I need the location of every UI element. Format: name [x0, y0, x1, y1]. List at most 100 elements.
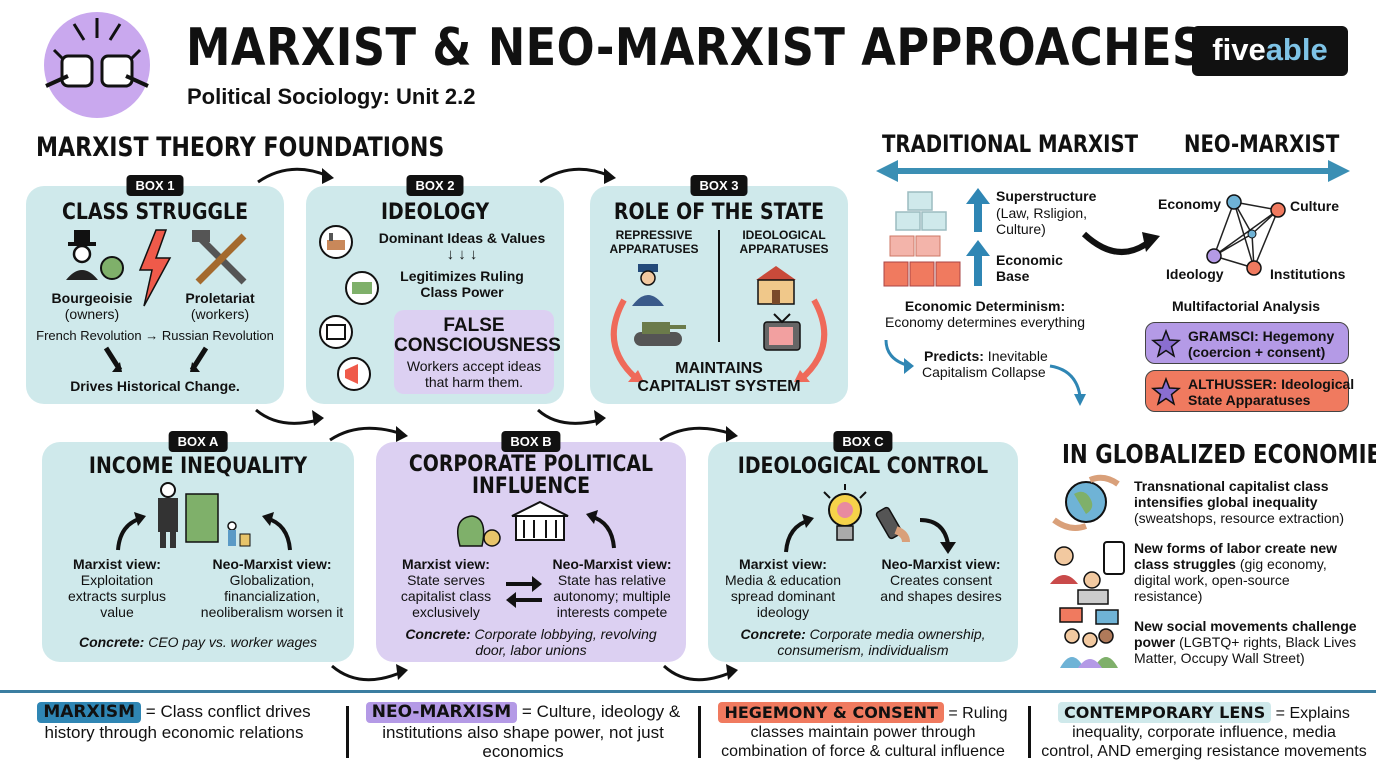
multifactorial-label: Multifactorial Analysis — [1171, 298, 1321, 314]
predicts-arrows-icon — [884, 339, 1086, 406]
box-title: IDEOLOGICAL CONTROL — [737, 454, 989, 479]
global-item-2-line: class struggles (gig economy, — [1134, 556, 1327, 572]
repressive-label-2: APPARATUSES — [609, 242, 699, 256]
global-item-1-detail: (sweatshops, resource extraction) — [1134, 510, 1345, 526]
book-icon — [319, 315, 353, 349]
footer-separator — [346, 706, 349, 758]
false-desc-1: Workers accept ideas — [406, 358, 542, 374]
owners-label: (owners) — [64, 306, 120, 322]
down-arrows-text: ↓ ↓ ↓ — [446, 246, 478, 263]
page-title: MARXIST & NEO-MARXIST APPROACHES — [186, 18, 1205, 78]
box-class-struggle: BOX 1 CLASS STRUGGLE Bourgeoisie (owners… — [26, 175, 284, 404]
ideological-label-1: IDEOLOGICAL — [742, 228, 826, 242]
node-institutions-label: Institutions — [1270, 266, 1346, 282]
althusser-text-2: State Apparatuses — [1188, 392, 1311, 408]
global-item-1-bold-1: Transnational capitalist class — [1134, 478, 1329, 494]
box-badge: BOX C — [833, 431, 893, 452]
economic-base-label-2: Base — [996, 268, 1030, 284]
box-badge: BOX A — [168, 431, 228, 452]
footer-hegemony: HEGEMONY & CONSENT = Ruling classes main… — [700, 702, 1026, 761]
remote-control-icon — [875, 506, 910, 543]
tank-icon — [634, 322, 686, 346]
marxist-view-label: Marxist view: — [739, 556, 827, 572]
neo-marxist-view-label: Neo-Marxist view: — [881, 556, 1001, 572]
page-subtitle: Political Sociology: Unit 2.2 — [187, 84, 476, 109]
money-bag-icon — [457, 515, 501, 547]
footer-marxism: MARXISM = Class conflict drives history … — [14, 702, 334, 742]
exchange-arrows-icon — [506, 576, 542, 608]
neo-view-line: autonomy; multiple — [553, 588, 671, 604]
tools-icon — [192, 230, 247, 285]
neo-marxist-view-label: Neo-Marxist view: — [212, 556, 332, 572]
curved-arrow-up-left — [784, 514, 814, 553]
star-icon — [1150, 328, 1182, 358]
consciousness-title: CONSCIOUSNESS — [394, 335, 561, 356]
concrete-example-line2: consumerism, individualism — [777, 642, 949, 658]
node-economy-label: Economy — [1158, 196, 1222, 212]
box-title: INFLUENCE — [471, 474, 591, 499]
marxist-view-line: extracts surplus — [67, 588, 167, 604]
arrows-down-icon — [103, 346, 209, 372]
historical-change-text: Drives Historical Change. — [70, 378, 240, 394]
false-consciousness-panel: FALSE CONSCIOUSNESS Workers accept ideas… — [394, 310, 561, 394]
gramsci-text-2: (coercion + consent) — [1188, 344, 1326, 360]
bourgeoisie-label: Bourgeoisie — [51, 290, 133, 306]
box-title: INCOME INEQUALITY — [88, 454, 308, 479]
box-badge: BOX 1 — [126, 175, 184, 196]
marxist-view-line: value — [100, 604, 134, 620]
school-icon — [756, 266, 796, 305]
predicts-text-2: Capitalism Collapse — [922, 364, 1046, 380]
lightbulb-brain-icon — [823, 484, 867, 541]
global-item-3-line: power (LGBTQ+ rights, Black Lives — [1134, 634, 1357, 650]
box-title: ROLE OF THE STATE — [613, 200, 825, 225]
curved-arrows-icon — [610, 298, 828, 383]
box-title: CORPORATE POLITICAL — [408, 452, 654, 477]
transition-arrow-icon — [1081, 231, 1160, 255]
foundations-heading: MARXIST THEORY FOUNDATIONS — [36, 132, 445, 163]
box-badge: BOX 3 — [690, 175, 748, 196]
protesters-icon — [1059, 607, 1119, 668]
footer-separator — [1028, 706, 1031, 758]
curved-arrow-up-right — [262, 512, 292, 551]
box-title: IDEOLOGY — [380, 200, 490, 225]
superstructure-detail-1: (Law, Rsligion, — [996, 205, 1088, 221]
footer-separator — [698, 706, 701, 758]
global-item-2-detail: digital work, open-source — [1134, 572, 1290, 588]
neo-view-line: and shapes desires — [880, 588, 1002, 604]
megaphone-icon — [337, 357, 371, 391]
global-item-3-detail: Matter, Occupy Wall Street) — [1134, 650, 1305, 666]
curved-arrow-up-left — [116, 512, 146, 551]
marxist-view-line: ideology — [756, 604, 810, 620]
neo-view-line: Creates consent — [890, 572, 992, 588]
marxist-view-label: Marxist view: — [73, 556, 161, 572]
gig-workers-icon — [1050, 541, 1125, 605]
marxist-view-label: Marxist view: — [402, 556, 490, 572]
bourgeoisie-icon — [66, 230, 124, 280]
concrete-example-line2: door, labor unions — [475, 642, 587, 658]
box-title: CLASS STRUGGLE — [61, 200, 249, 225]
neo-marxist-heading: NEO-MARXIST — [1184, 130, 1340, 158]
box-ideology: BOX 2 IDEOLOGY Dominant Ideas & Values ↓… — [306, 175, 564, 404]
apparatus-divider — [718, 230, 720, 342]
marxist-view-line: State serves — [407, 572, 485, 588]
globalized-heading: IN GLOBALIZED ECONOMIES — [1062, 440, 1376, 470]
box-ideological-control: BOX C IDEOLOGICAL CONTROL Marxist view: … — [708, 431, 1018, 662]
economic-base-label-1: Economic — [996, 252, 1063, 268]
box-role-of-state: BOX 3 ROLE OF THE STATE REPRESSIVE APPAR… — [590, 175, 848, 404]
marxist-view-line: capitalist class — [400, 588, 492, 604]
predicts-text: Predicts: Inevitable — [924, 348, 1048, 364]
repressive-label-1: REPRESSIVE — [615, 228, 693, 242]
global-item-2-detail-2: resistance) — [1134, 588, 1203, 604]
marxist-view-line: Media & education — [725, 572, 841, 588]
money-icon — [345, 271, 379, 305]
neo-view-line: neoliberalism worsen it — [200, 604, 344, 620]
curved-arrow-icon — [586, 510, 616, 549]
star-icon — [1150, 376, 1182, 406]
footer-divider — [0, 690, 1376, 693]
traditional-marxist-heading: TRADITIONAL MARXIST — [882, 130, 1139, 158]
wealth-gap-icon — [158, 482, 251, 548]
neo-view-line: interests compete — [556, 604, 668, 620]
node-ideology-label: Ideology — [1166, 266, 1224, 282]
superstructure-detail-2: Culture) — [996, 221, 1046, 237]
